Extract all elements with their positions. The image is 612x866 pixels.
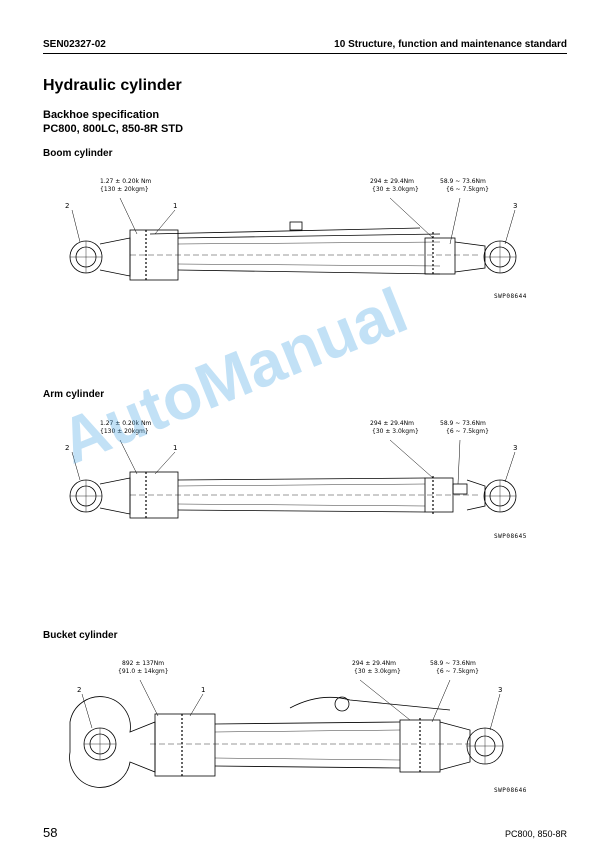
boom-torque-mid-2: {30 ± 3.0kgm} — [372, 186, 419, 193]
boom-callout-1: 1 — [173, 202, 177, 210]
bucket-torque-mid-1: 294 ± 29.4Nm — [352, 660, 396, 667]
boom-torque-left-2: {130 ± 20kgm} — [100, 186, 149, 193]
bucket-callout-3: 3 — [498, 686, 502, 694]
bucket-torque-right-1: 58.9 ~ 73.6Nm — [430, 660, 476, 667]
arm-callout-1: 1 — [173, 444, 177, 452]
boom-cylinder-label: Boom cylinder — [43, 148, 113, 159]
doc-code: SEN02327-02 — [43, 39, 106, 50]
footer-model: PC800, 850-8R — [504, 829, 567, 839]
boom-torque-right-1: 58.9 ~ 73.6Nm — [440, 178, 486, 185]
boom-drawing-code: SWP08644 — [494, 293, 527, 300]
arm-cylinder-label: Arm cylinder — [43, 389, 105, 400]
bucket-torque-left-1: 892 ± 137Nm — [122, 660, 164, 667]
bucket-torque-left-2: {91.0 ± 14kgm} — [118, 668, 169, 675]
arm-callout-3: 3 — [513, 444, 517, 452]
bucket-cylinder-drawing: 892 ± 137Nm {91.0 ± 14kgm} 294 ± 29.4Nm … — [69, 660, 527, 794]
models: PC800, 800LC, 850-8R STD — [43, 123, 184, 135]
spec-title: Backhoe specification — [43, 109, 160, 121]
arm-torque-mid-2: {30 ± 3.0kgm} — [372, 428, 419, 435]
arm-callout-2: 2 — [65, 444, 69, 452]
bucket-callout-2: 2 — [77, 686, 81, 694]
boom-torque-right-2: {6 ~ 7.5kgm} — [446, 186, 489, 193]
boom-cylinder-drawing: 1.27 ± 0.20k Nm {130 ± 20kgm} 294 ± 29.4… — [65, 178, 527, 300]
boom-torque-left-1: 1.27 ± 0.20k Nm — [100, 178, 151, 185]
bucket-callout-1: 1 — [201, 686, 205, 694]
arm-cylinder-drawing: 1.27 ± 0.20k Nm {130 ± 20kgm} 294 ± 29.4… — [65, 420, 527, 540]
header-rule — [43, 53, 567, 54]
arm-torque-left-2: {130 ± 20kgm} — [100, 428, 149, 435]
bucket-torque-right-2: {6 ~ 7.5kgm} — [436, 668, 479, 675]
page-number: 58 — [43, 825, 58, 840]
arm-drawing-code: SWP08645 — [494, 533, 527, 540]
page-title: Hydraulic cylinder — [43, 77, 182, 94]
boom-callout-2: 2 — [65, 202, 69, 210]
bucket-torque-mid-2: {30 ± 3.0kgm} — [354, 668, 401, 675]
arm-torque-right-1: 58.9 ~ 73.6Nm — [440, 420, 486, 427]
section-title: 10 Structure, function and maintenance s… — [334, 39, 567, 50]
boom-callout-3: 3 — [513, 202, 517, 210]
bucket-cylinder-label: Bucket cylinder — [43, 630, 118, 641]
boom-torque-mid-1: 294 ± 29.4Nm — [370, 178, 414, 185]
arm-torque-mid-1: 294 ± 29.4Nm — [370, 420, 414, 427]
arm-torque-left-1: 1.27 ± 0.20k Nm — [100, 420, 151, 427]
bucket-drawing-code: SWP08646 — [494, 787, 527, 794]
arm-torque-right-2: {6 ~ 7.5kgm} — [446, 428, 489, 435]
